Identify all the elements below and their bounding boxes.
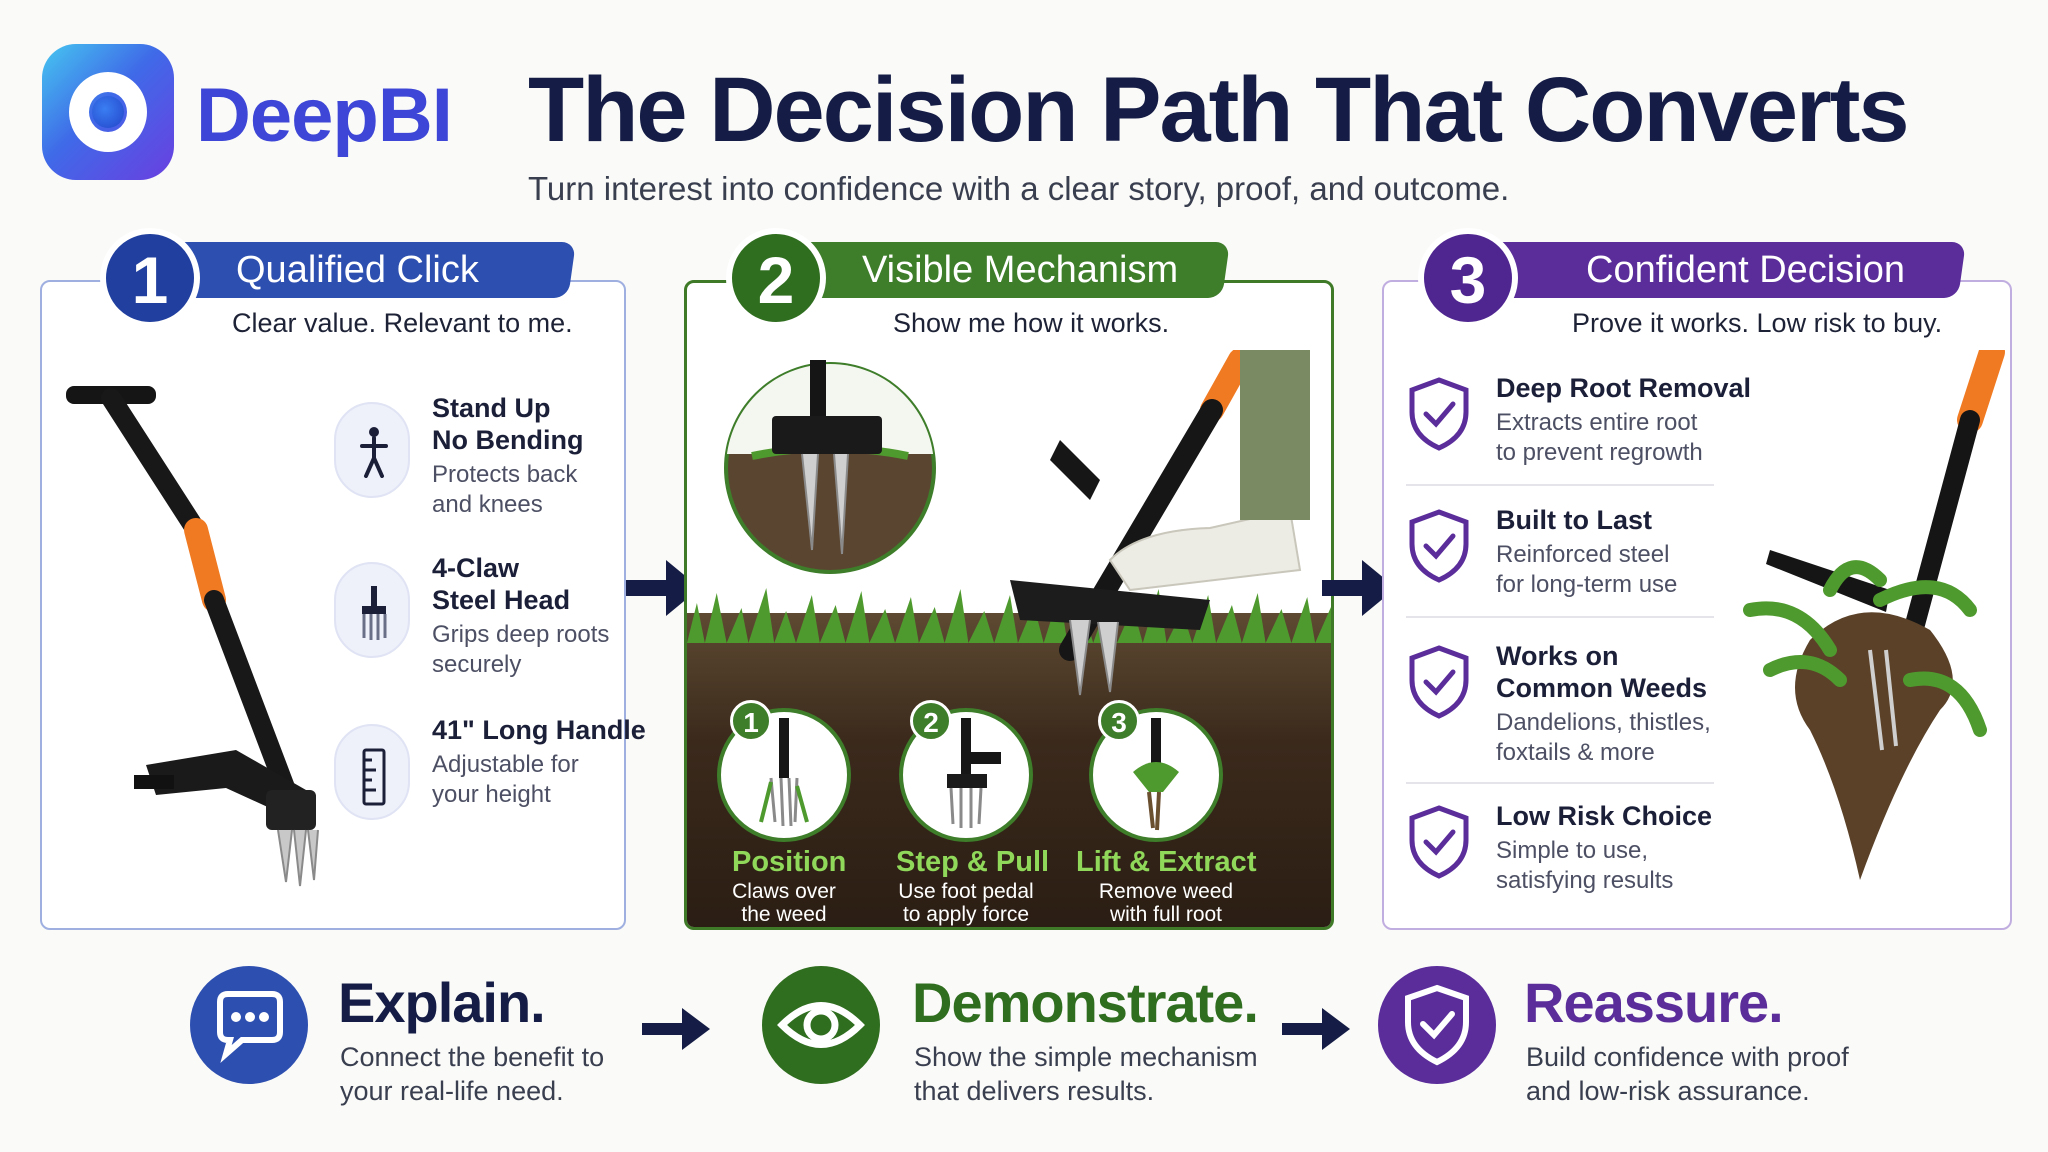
stage-3-feature: Deep Root Removal Extracts entire root t…: [1406, 372, 1751, 472]
arrow-right-icon: [1282, 1008, 1350, 1050]
stage-1-badge: 1: [100, 228, 200, 328]
step-1-number: 1: [730, 700, 772, 742]
demonstrate-heading: Demonstrate.: [912, 971, 1259, 1034]
claw-closeup-icon: [724, 360, 936, 574]
divider: [1406, 782, 1714, 784]
arrow-right-icon: [642, 1008, 710, 1050]
stage-3-feature: Built to Last Reinforced steel for long-…: [1406, 504, 1716, 604]
step-2-title: Step & Pull: [896, 846, 1050, 878]
arrow-right-icon: [626, 560, 700, 616]
stage-3-tagline: Prove it works. Low risk to buy.: [1572, 308, 1943, 338]
stage-3-feature: Low Risk Choice Simple to use, satisfyin…: [1406, 800, 1716, 900]
page-title: The Decision Path That Converts: [528, 59, 1910, 161]
stage-3-panel: [1382, 280, 2012, 930]
stage-2-badge: 2: [726, 228, 826, 328]
brand-name: DeepBI: [196, 73, 453, 158]
weeder-tool-icon: [66, 386, 319, 887]
divider: [1406, 616, 1714, 618]
page-subtitle: Turn interest into confidence with a cle…: [528, 170, 1510, 207]
deepbi-logo-icon: [42, 44, 174, 180]
stage-1-title-tab: Qualified Click: [166, 242, 576, 298]
step-3-number: 3: [1098, 700, 1140, 742]
claw-fork-icon: [334, 562, 410, 658]
step-2-number: 2: [910, 700, 952, 742]
arrow-right-icon: [1322, 560, 1396, 616]
stage-1-feature: Stand Up No Bending Protects back and kn…: [334, 392, 624, 518]
ruler-icon: [334, 724, 410, 820]
reassure-heading: Reassure.: [1524, 971, 1784, 1034]
chat-bubble-icon: [190, 966, 308, 1084]
stage-2-tagline: Show me how it works.: [893, 308, 1170, 338]
stage-2-title-tab: Visible Mechanism: [786, 242, 1230, 298]
extracted-weed-icon: [1743, 350, 2005, 880]
step-1-title: Position: [732, 846, 847, 878]
eye-icon: [762, 966, 880, 1084]
shield-check-icon: [1409, 377, 1469, 451]
divider: [1406, 484, 1714, 486]
step-3-title: Lift & Extract: [1076, 846, 1257, 878]
explain-heading: Explain.: [338, 971, 546, 1034]
stage-3-badge: 3: [1418, 228, 1518, 328]
shield-check-icon: [1409, 645, 1469, 719]
shield-check-icon: [1378, 966, 1496, 1084]
shield-check-icon: [1409, 805, 1469, 879]
shield-check-icon: [1409, 509, 1469, 583]
stage-1-tagline: Clear value. Relevant to me.: [232, 308, 573, 338]
stage-3-feature: Works on Common Weeds Dandelions, thistl…: [1406, 640, 1716, 770]
foot-pedal-tool-icon: [1010, 350, 1310, 696]
person-standing-icon: [334, 402, 410, 498]
stage-3-title-tab: Confident Decision: [1486, 242, 1966, 298]
stage-1-feature: 41" Long Handle Adjustable for your heig…: [334, 714, 646, 824]
stage-1-feature: 4-Claw Steel Head Grips deep roots secur…: [334, 552, 624, 678]
